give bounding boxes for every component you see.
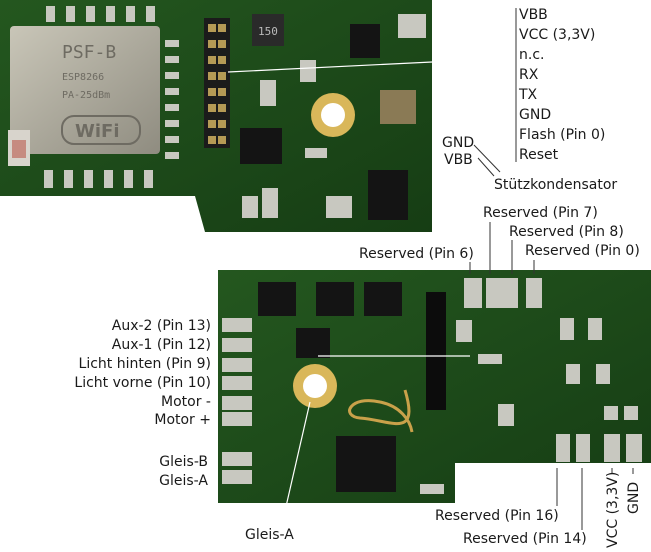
capacitor-caption: Stützkondensator xyxy=(494,177,617,193)
bottom-board-photo xyxy=(218,270,651,503)
bottom-top-label: Reserved (Pin 6) xyxy=(359,246,474,262)
bottom-top-label: Reserved (Pin 7) xyxy=(483,205,598,221)
vertical-label-vcc: VCC (3,3V) xyxy=(605,472,621,548)
wire-loop xyxy=(348,389,414,433)
top-ic-2 xyxy=(368,170,408,220)
bottom-label-gleis-a: Gleis-A xyxy=(245,527,294,543)
bottom-left-label: Licht hinten (Pin 9) xyxy=(79,356,211,372)
top-module-photo: PSF-B ESP8266 PA-25dBm WiFi xyxy=(0,0,432,232)
top-edge-pads xyxy=(46,6,155,22)
chip-marking-line-1: PSF-B xyxy=(62,42,116,63)
bottom-label-reserved-14: Reserved (Pin 14) xyxy=(463,531,587,547)
bottom-vertical-labels: VCC (3,3V) GND xyxy=(605,472,642,548)
bottom-left-label: Aux-1 (Pin 12) xyxy=(112,337,211,353)
top-ic-1 xyxy=(240,128,282,164)
bottom-right-pads xyxy=(556,406,642,462)
top-pin-labels: VBB VCC (3,3V) n.c. RX TX GND Flash (Pin… xyxy=(518,7,605,163)
bottom-left-label: Gleis-B xyxy=(159,454,208,470)
wifi-shield-can xyxy=(10,26,160,154)
bottom-left-label: Motor - xyxy=(161,394,211,410)
inductor-marking: 150 xyxy=(258,25,278,38)
top-pin-label: VCC (3,3V) xyxy=(519,27,595,43)
top-small-components xyxy=(242,14,426,218)
bottom-bottom-labels: Gleis-A Reserved (Pin 16) Reserved (Pin … xyxy=(245,508,587,547)
top-pin-label: VBB xyxy=(519,7,548,23)
top-pin-label: Flash (Pin 0) xyxy=(519,127,605,143)
wifi-logo: WiFi xyxy=(61,115,141,145)
inductor xyxy=(252,14,284,46)
top-leaders xyxy=(227,8,517,177)
pin-header xyxy=(204,18,230,148)
bottom-top-pads xyxy=(464,278,542,308)
top-pin-label: GND xyxy=(519,107,551,123)
top-pin-label: TX xyxy=(518,87,538,103)
bottom-left-label: Licht vorne (Pin 10) xyxy=(74,375,211,391)
vertical-label-gnd: GND xyxy=(626,482,642,514)
side-pads xyxy=(165,40,179,159)
bottom-top-label: Reserved (Pin 0) xyxy=(525,243,640,259)
bottom-ic-4 xyxy=(296,328,330,358)
top-pin-label: RX xyxy=(519,67,539,83)
bottom-edge-pads xyxy=(44,170,153,188)
chip-marking-line-2: ESP8266 xyxy=(62,72,104,83)
bottom-left-label: Motor + xyxy=(154,412,211,428)
bottom-ic-2 xyxy=(316,282,354,316)
chip-marking-line-3: PA-25dBm xyxy=(62,90,110,101)
bottom-left-pads xyxy=(222,318,252,484)
capacitor-label-vbb: VBB xyxy=(444,152,473,168)
bottom-ic-1 xyxy=(258,282,296,316)
bottom-header-pins xyxy=(426,292,446,410)
bottom-label-reserved-16: Reserved (Pin 16) xyxy=(435,508,559,524)
bottom-ic-3 xyxy=(364,282,402,316)
bottom-left-label: Aux-2 (Pin 13) xyxy=(112,318,211,334)
top-pin-label: n.c. xyxy=(519,47,544,63)
bottom-ic-main xyxy=(336,436,396,492)
bottom-left-labels: Aux-2 (Pin 13) Aux-1 (Pin 12) Licht hint… xyxy=(74,318,211,489)
wifi-logo-text: WiFi xyxy=(75,121,120,142)
bottom-top-label: Reserved (Pin 8) xyxy=(509,224,624,240)
capacitor-label-gnd: GND xyxy=(442,135,474,151)
bottom-leaders xyxy=(281,222,634,530)
top-pin-label: Reset xyxy=(519,147,559,163)
top-ic-3 xyxy=(350,24,380,58)
bottom-left-label: Gleis-A xyxy=(159,473,208,489)
bottom-top-labels: Reserved (Pin 7) Reserved (Pin 8) Reserv… xyxy=(359,205,640,262)
bottom-small-components xyxy=(420,318,610,494)
